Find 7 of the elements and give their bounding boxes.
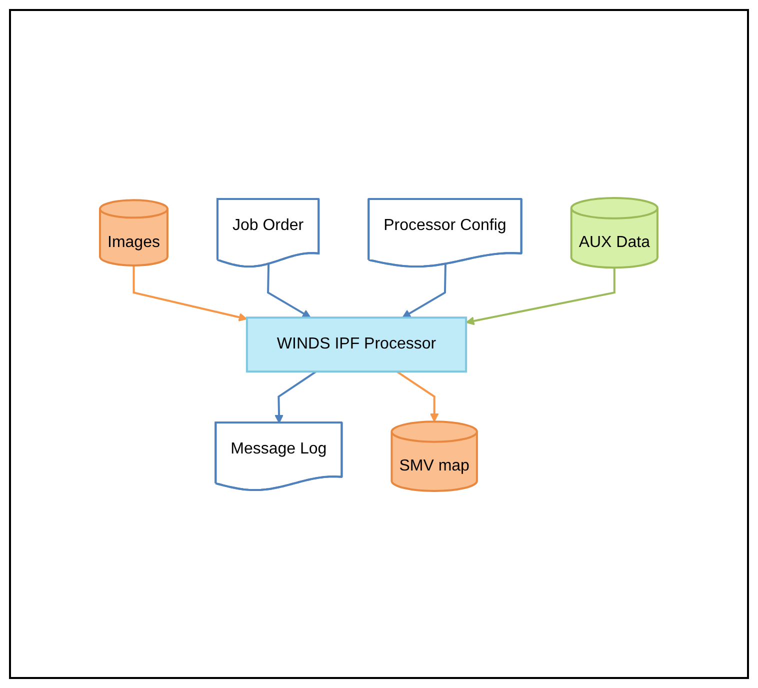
arrow (466, 267, 616, 325)
arrow (267, 264, 312, 318)
arrow (274, 370, 317, 423)
arrow (402, 264, 447, 318)
arrow (133, 264, 248, 321)
arrow (396, 370, 439, 422)
node-box: WINDS IPF Processor (246, 316, 468, 372)
